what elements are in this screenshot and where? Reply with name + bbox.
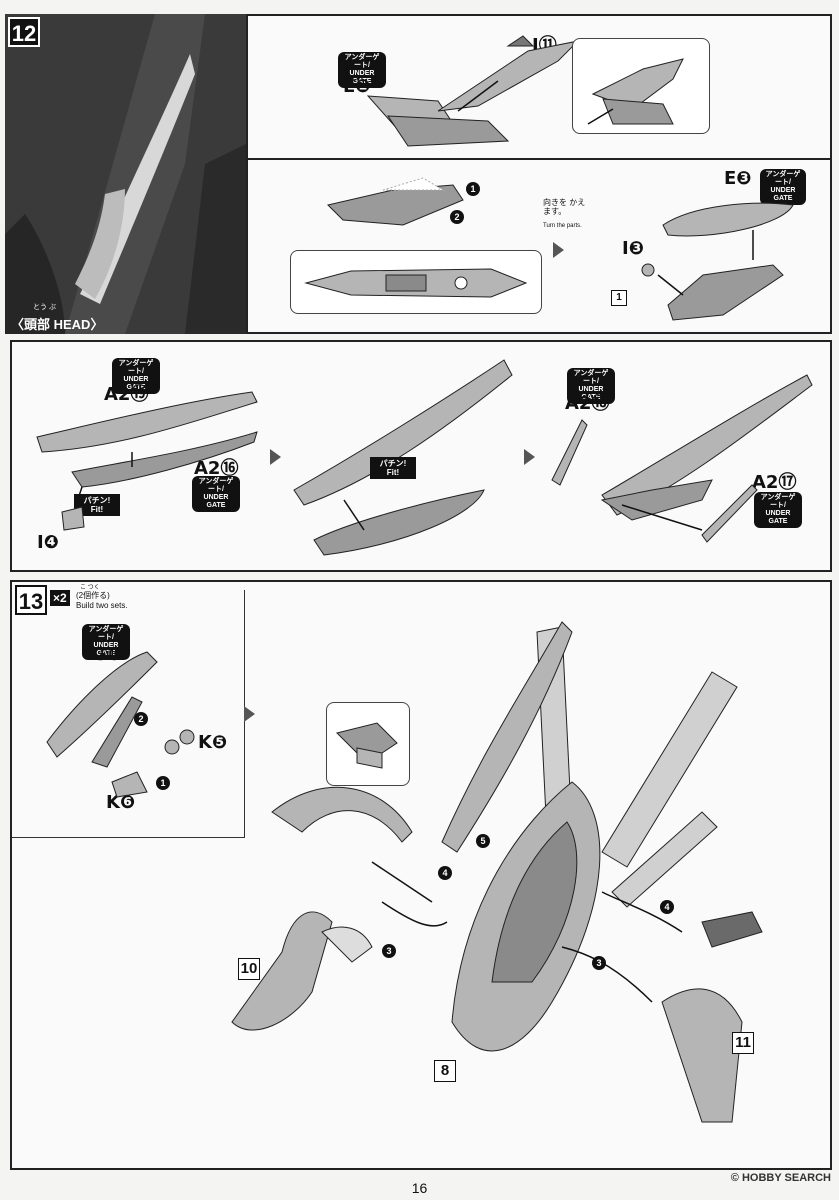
step12-panel-b: 1 2 向きを かえます。 Turn the parts. E❸ アンダーゲート… bbox=[246, 158, 832, 334]
head-top-view-inset bbox=[290, 250, 542, 314]
gate-badge: アンダーゲート/ UNDER GATE bbox=[192, 476, 240, 512]
gate-badge: アンダーゲート/ UNDER GATE bbox=[338, 52, 386, 88]
head-top-view-art bbox=[304, 268, 528, 298]
assembly-step-3-right: 3 bbox=[592, 956, 606, 970]
watermark-text: HOBBY SEARCH bbox=[741, 1172, 831, 1184]
assembly-step-4-left: 4 bbox=[438, 866, 452, 880]
e2-i11-result-inset bbox=[572, 38, 710, 134]
head-ruby: とう ぶ bbox=[33, 304, 56, 311]
step-number-12: 12 bbox=[8, 17, 40, 47]
assembly-step-3-left: 3 bbox=[382, 944, 396, 958]
part-g10: G⑩ bbox=[92, 644, 123, 665]
multiplier-badge: ×2 bbox=[50, 590, 70, 606]
head-subassembly bbox=[327, 177, 464, 226]
build-text-jp: (2個作る) bbox=[76, 591, 110, 600]
step12-panel-a: アンダーゲート/ UNDER GATE E❷ I⑪ bbox=[246, 14, 832, 160]
step-marker-1: 1 bbox=[466, 182, 480, 196]
head-photo-art bbox=[5, 14, 246, 334]
turn-text-jp: 向きを かえます。 bbox=[543, 198, 586, 216]
part-k5: K❺ bbox=[198, 732, 228, 753]
part-a2-19: A2⑲ bbox=[104, 384, 149, 405]
part-a2-18: A2⑱ bbox=[565, 393, 610, 414]
fit-label: パチン! Fit! bbox=[370, 457, 416, 479]
ref-box-11: 11 bbox=[732, 1032, 754, 1054]
gate-badge: アンダーゲート/ UNDER GATE bbox=[760, 169, 806, 205]
next-arrow bbox=[244, 706, 255, 722]
part-a2-16: A2⑯ bbox=[194, 458, 239, 479]
e2-i11-result-art bbox=[587, 58, 684, 125]
wing-join-assembly bbox=[293, 359, 513, 556]
part-e3: E❸ bbox=[724, 168, 752, 189]
gate-badge: アンダーゲート/ UNDER GATE bbox=[567, 368, 615, 404]
gate-badge: アンダーゲート/ UNDER GATE bbox=[112, 358, 160, 394]
detail-inset-art bbox=[336, 722, 398, 769]
seal-ref-1: 1 bbox=[611, 290, 627, 306]
assembly-step-4-right: 4 bbox=[660, 900, 674, 914]
next-arrow bbox=[524, 449, 535, 465]
page-number: 16 bbox=[411, 1180, 428, 1196]
e2-i11-parts bbox=[366, 35, 580, 147]
ref-box-8: 8 bbox=[434, 1060, 456, 1082]
head-label: 〈頭部 HEAD〉 bbox=[11, 317, 104, 332]
a2-side-fins-assembly bbox=[551, 374, 813, 543]
step-number-13: 13 bbox=[15, 585, 47, 615]
assembly-step-5: 5 bbox=[476, 834, 490, 848]
part-a2-17: A2⑰ bbox=[752, 472, 797, 493]
step-marker-2: 2 bbox=[450, 210, 464, 224]
ref-box-10: 10 bbox=[238, 958, 260, 980]
gate-badge: アンダーゲート/ UNDER GATE bbox=[754, 492, 802, 528]
part-e2: E❷ bbox=[343, 76, 371, 97]
e3-i3-assembly bbox=[641, 202, 794, 321]
copyright-mark: © bbox=[730, 1172, 739, 1184]
head-photo: 12 とう ぶ 〈頭部 HEAD〉 bbox=[5, 14, 246, 334]
main-assembly-art bbox=[231, 621, 763, 1123]
part-i4: I❹ bbox=[37, 532, 59, 553]
watermark: © HOBBY SEARCH bbox=[731, 1172, 831, 1184]
build-text-en: Build two sets. bbox=[76, 601, 128, 610]
substep-2: 2 bbox=[134, 712, 148, 726]
next-arrow bbox=[553, 242, 564, 258]
substep-divider bbox=[12, 837, 244, 838]
build-ruby: こ つく bbox=[80, 585, 100, 591]
fit-label: パチン! Fit! bbox=[74, 494, 120, 516]
detail-inset bbox=[326, 702, 410, 786]
g10-k-parts bbox=[46, 651, 195, 798]
step12-panel-c: アンダーゲート/ UNDER GATE A2⑲ A2⑯ アンダーゲート/ UND… bbox=[10, 340, 832, 572]
a2-wing-parts bbox=[36, 391, 258, 531]
substep-1: 1 bbox=[156, 776, 170, 790]
part-k6: K❻ bbox=[106, 792, 136, 813]
turn-text-en: Turn the parts. bbox=[543, 223, 582, 229]
gate-badge: アンダーゲート/ UNDER GATE bbox=[82, 624, 130, 660]
part-i3: I❸ bbox=[622, 238, 644, 259]
next-arrow bbox=[270, 449, 281, 465]
step13-panel: 13 ×2 こ つく (2個作る) Build two sets. アンダーゲー… bbox=[10, 580, 832, 1170]
